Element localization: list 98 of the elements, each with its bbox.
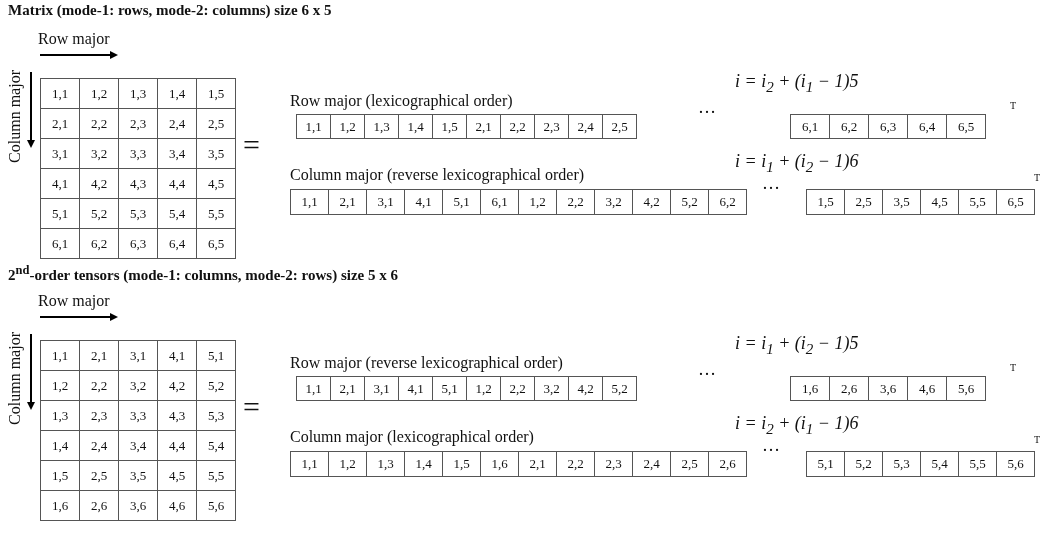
index-cell: 1,1 [290, 189, 329, 215]
index-cell: 1,3 [366, 451, 405, 477]
ellipsis: … [762, 436, 780, 456]
index-cell: 6,5 [996, 189, 1035, 215]
index-cell: 2,2 [500, 376, 535, 401]
index-cell: 6,5 [196, 228, 236, 259]
ellipsis: … [698, 360, 716, 380]
index-cell: 5,1 [432, 376, 467, 401]
index-cell: 1,2 [466, 376, 501, 401]
index-cell: 4,1 [398, 376, 433, 401]
index-cell: 6,2 [829, 114, 869, 139]
index-cell: 6,2 [708, 189, 747, 215]
index-cell: 5,1 [806, 451, 845, 477]
transpose-mark: T [1034, 172, 1041, 183]
index-cell: 2,6 [829, 376, 869, 401]
index-cell: 1,4 [404, 451, 443, 477]
index-cell: 2,3 [594, 451, 633, 477]
index-cell: 2,1 [518, 451, 557, 477]
index-cell: 3,1 [366, 189, 405, 215]
index-cell: 3,6 [868, 376, 908, 401]
index-cell: 2,1 [330, 376, 365, 401]
index-cell: 1,1 [296, 376, 331, 401]
index-cell: 5,6 [946, 376, 986, 401]
index-cell: 4,2 [632, 189, 671, 215]
index-cell: 5,2 [670, 189, 709, 215]
index-cell: 3,2 [534, 376, 569, 401]
index-cell: 6,5 [946, 114, 986, 139]
index-cell: 6,1 [790, 114, 830, 139]
index-cell: 1,1 [290, 451, 329, 477]
index-cell: 1,2 [328, 451, 367, 477]
axis-label: Row major [38, 30, 110, 48]
axis-label: Row major [38, 292, 110, 310]
index-cell: 6,4 [907, 114, 947, 139]
index-cell: 2,6 [708, 451, 747, 477]
ellipsis: … [698, 98, 716, 118]
index-cell: 1,3 [364, 114, 399, 139]
index-cell: 1,1 [296, 114, 331, 139]
index-cell: 1,5 [806, 189, 845, 215]
transpose-mark: T [1034, 434, 1041, 445]
index-cell: 2,1 [328, 189, 367, 215]
index-cell: 2,2 [500, 114, 535, 139]
index-cell: 3,1 [364, 376, 399, 401]
index-cell: 6,1 [480, 189, 519, 215]
index-cell: 6,1 [40, 228, 80, 259]
index-cell: 5,5 [958, 189, 997, 215]
index-cell: 4,6 [907, 376, 947, 401]
index-cell: 1,1 [40, 340, 80, 371]
section-heading: Matrix (mode-1: rows, mode-2: columns) size 6 x 5 [8, 2, 332, 19]
index-cell: 5,3 [882, 451, 921, 477]
section-heading: 2$^{nd}$-order tensors (mode-1: columns, mode-2: rows) size 5 x 6 [8, 264, 398, 284]
index-cell: 2,4 [632, 451, 671, 477]
vector-title: Column major (reverse lexicographical order) [290, 166, 585, 184]
index-cell: 1,6 [790, 376, 830, 401]
index-cell: 5,5 [958, 451, 997, 477]
vector-title: Row major (lexicographical order) [290, 92, 513, 110]
index-cell: 5,6 [996, 451, 1035, 477]
ellipsis: … [762, 174, 780, 194]
index-cell: 2,2 [556, 189, 595, 215]
index-cell: 5,1 [196, 340, 236, 371]
index-cell: 3,5 [882, 189, 921, 215]
index-cell: 1,5 [442, 451, 481, 477]
index-cell: 4,1 [404, 189, 443, 215]
index-cell: 5,4 [920, 451, 959, 477]
index-cell: 1,6 [40, 490, 80, 521]
vector-title: Row major (reverse lexicographical order) [290, 354, 563, 372]
axis-label: Column major [6, 332, 24, 425]
index-cell: 2,5 [844, 189, 883, 215]
transpose-mark: T [1010, 100, 1017, 111]
index-cell: 1,2 [330, 114, 365, 139]
axis-label: Column major [6, 70, 24, 163]
index-cell: 4,2 [568, 376, 603, 401]
index-cell: 2,5 [602, 114, 637, 139]
index-cell: 4,5 [920, 189, 959, 215]
vector-title: Column major (lexicographical order) [290, 428, 534, 446]
index-cell: 1,5 [432, 114, 467, 139]
index-cell: 5,1 [442, 189, 481, 215]
index-formula: i = i$_{1}$ + (i$_{2}$ − 1)6 [735, 152, 859, 176]
index-cell: 1,1 [40, 78, 80, 109]
index-cell: 6,3 [868, 114, 908, 139]
index-cell: 2,1 [466, 114, 501, 139]
index-cell: 2,3 [534, 114, 569, 139]
index-cell: 5,2 [844, 451, 883, 477]
index-cell: 1,2 [518, 189, 557, 215]
index-cell: 1,6 [480, 451, 519, 477]
index-cell: 2,4 [568, 114, 603, 139]
index-cell: 2,5 [670, 451, 709, 477]
index-cell: 3,2 [594, 189, 633, 215]
index-cell: 2,2 [556, 451, 595, 477]
index-cell: 1,5 [196, 78, 236, 109]
index-formula: i = i$_{1}$ + (i$_{2}$ − 1)5 [735, 334, 859, 358]
transpose-mark: T [1010, 362, 1017, 373]
index-formula: i = i$_{2}$ + (i$_{1}$ − 1)6 [735, 414, 859, 438]
equals-sign: = [243, 390, 260, 423]
index-cell: 5,2 [602, 376, 637, 401]
equals-sign: = [243, 128, 260, 161]
index-cell: 5,6 [196, 490, 236, 521]
index-formula: i = i$_{2}$ + (i$_{1}$ − 1)5 [735, 72, 859, 96]
index-cell: 1,4 [398, 114, 433, 139]
